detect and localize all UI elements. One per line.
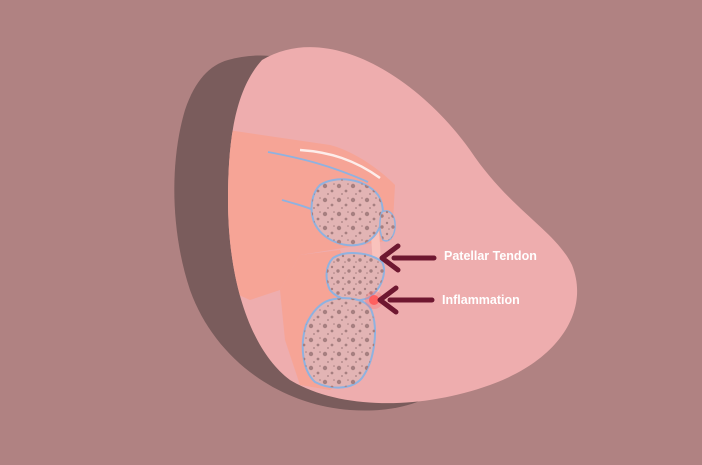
inflammation-spot	[369, 295, 379, 305]
arrow-inflammation	[377, 285, 435, 315]
femur-bone	[310, 178, 384, 247]
patella-bone	[379, 210, 396, 242]
tissue-line	[267, 151, 369, 183]
label-patellar-tendon: Patellar Tendon	[444, 249, 537, 263]
arrow-patellar-tendon	[379, 243, 437, 273]
label-inflammation: Inflammation	[442, 293, 520, 307]
highlight-line	[299, 148, 381, 180]
tibia-bone	[301, 297, 376, 389]
patellar-tendon	[325, 252, 386, 302]
